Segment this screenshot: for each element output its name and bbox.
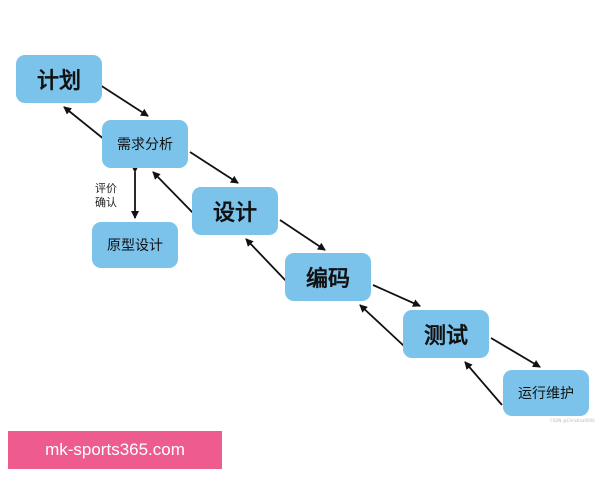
- prototype-label: 原型设计: [107, 238, 163, 254]
- arrow-operations-to-testing: [464, 361, 503, 406]
- plan-node: 计划: [16, 55, 102, 103]
- design-label: 设计: [212, 201, 257, 226]
- arrow-coding-to-design: [245, 238, 288, 283]
- coding-node: 编码: [285, 253, 371, 301]
- testing-node: 测试: [403, 310, 489, 358]
- plan-label: 计划: [36, 69, 81, 94]
- requirements-node: 需求分析: [102, 120, 188, 168]
- review-label-line2: 确认: [95, 196, 117, 209]
- review-confirm-label: 评价 确认: [95, 182, 117, 210]
- design-node: 设计: [192, 187, 278, 235]
- arrow-testing-to-coding: [359, 304, 405, 347]
- arrow-plan-to-requirements: [99, 84, 149, 117]
- watermark-text: CSDN @Christina0000: [550, 418, 595, 423]
- coding-label: 编码: [305, 267, 350, 292]
- review-label-line1: 评价: [95, 182, 117, 195]
- operations-node: 运行维护: [503, 370, 589, 416]
- prototype-node: 原型设计: [92, 222, 178, 268]
- requirements-label: 需求分析: [117, 137, 173, 153]
- arrow-requirements-to-design: [189, 151, 239, 184]
- site-banner[interactable]: mk-sports365.com: [8, 431, 222, 469]
- testing-label: 测试: [423, 324, 468, 349]
- arrow-coding-to-testing: [372, 284, 421, 307]
- arrow-design-to-requirements: [152, 171, 195, 215]
- banner-text[interactable]: mk-sports365.com: [45, 440, 185, 459]
- arrow-design-to-coding: [279, 219, 326, 251]
- arrow-testing-to-operations: [490, 337, 541, 368]
- operations-label: 运行维护: [518, 386, 574, 402]
